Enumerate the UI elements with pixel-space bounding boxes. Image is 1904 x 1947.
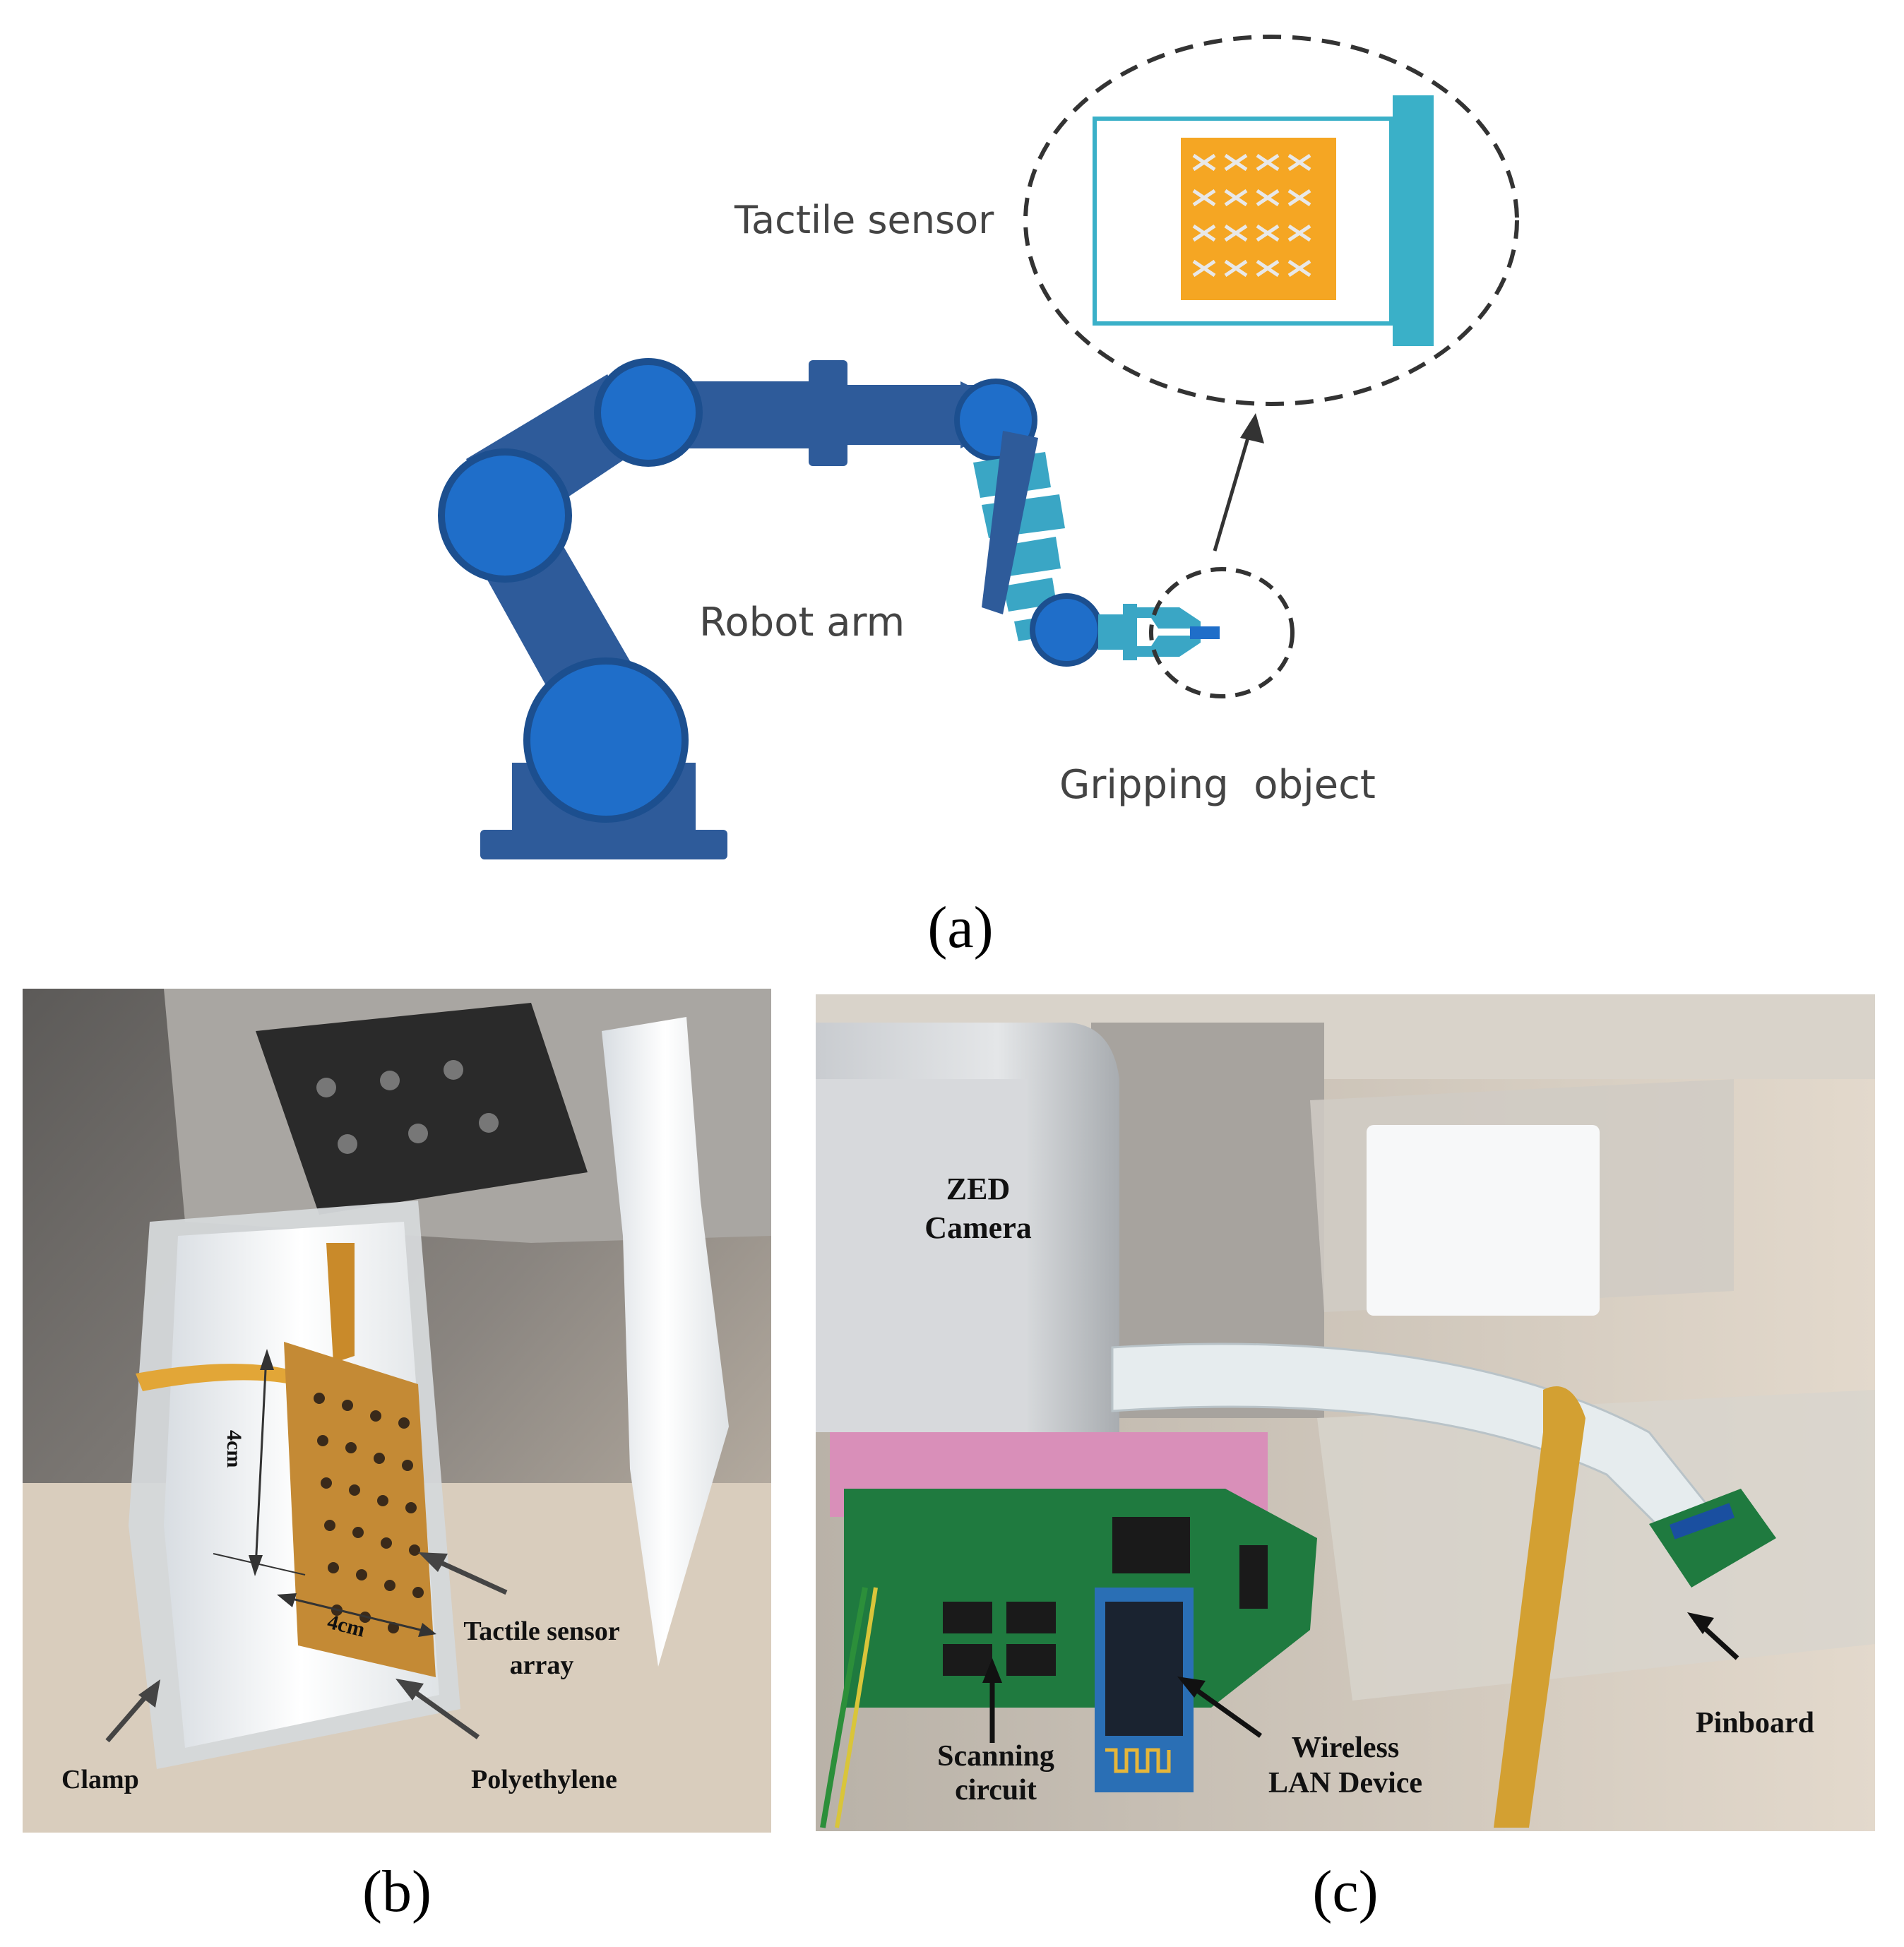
panel-a: Tactile sensor Robot arm Gripping object…: [0, 0, 1904, 967]
tactile-sensor-array: [284, 1342, 436, 1677]
elbow-joint: [594, 358, 703, 467]
flex-strap-c: [1494, 1386, 1585, 1828]
pinboard: [1649, 1489, 1776, 1588]
pcb-chips: [943, 1517, 1268, 1676]
photo-c: ZED Camera Scanning circuit Wireless LAN…: [816, 994, 1875, 1831]
tactile-array-label-1: Tactile sensor: [463, 1616, 619, 1646]
arm-coupler: [809, 360, 847, 466]
gripped-object: [1190, 626, 1220, 639]
wireless-pointer: [1184, 1681, 1263, 1738]
caption-c: (c): [1312, 1859, 1379, 1924]
flex-strap: [136, 1364, 291, 1391]
shoulder-joint: [438, 448, 572, 583]
caption-b: (b): [362, 1859, 432, 1924]
dim-vertical-arrow-bottom: [249, 1555, 263, 1576]
zed-label-2: Camera: [924, 1210, 1032, 1245]
arm-base-plate: [480, 830, 727, 859]
dim-horizontal-line: [280, 1595, 433, 1634]
robot-arm-diagram: Tactile sensor Robot arm Gripping object: [438, 35, 1519, 859]
sensor-zoom-circle: [1023, 35, 1519, 406]
pinboard-label: Pinboard: [1696, 1707, 1814, 1739]
robot-arm-label: Robot arm: [699, 600, 905, 645]
zed-camera: [816, 1023, 1119, 1432]
wrist-joint-2: [1030, 593, 1103, 667]
polyethylene-label: Polyethylene: [471, 1765, 617, 1794]
dim-vertical-arrow-top: [260, 1349, 274, 1370]
gripper-zoom-circle: [1149, 567, 1295, 698]
dim-vertical-line: [254, 1355, 268, 1568]
dim-vertical-label: 4cm: [222, 1430, 246, 1467]
zed-label-1: ZED: [946, 1172, 1010, 1206]
tactile-sensor-label: Tactile sensor: [734, 198, 994, 242]
dim-horizontal-arrow-right: [418, 1623, 436, 1637]
base-joint: [523, 657, 689, 823]
scanning-label-1: Scanning: [937, 1740, 1054, 1773]
sensor-plate: [1393, 95, 1434, 346]
sensor-frame: [1093, 117, 1393, 326]
clamp-label: Clamp: [61, 1765, 139, 1794]
zoom-arrow-line: [1213, 430, 1252, 552]
tactile-sensor-grid: [1192, 153, 1311, 278]
gripping-object-label: Gripping object: [1059, 762, 1376, 808]
panel-b: 4cm 4cm Tactile sensor array Clamp Polye…: [23, 989, 771, 1924]
tactile-array-label-2: array: [510, 1650, 574, 1680]
foam-pad: [1367, 1125, 1600, 1316]
photo-b: 4cm 4cm Tactile sensor array Clamp Polye…: [23, 989, 771, 1833]
caption-a: (a): [927, 895, 994, 960]
green-wire: [820, 1587, 868, 1828]
right-foam-pad: [602, 1017, 729, 1667]
sensor-array-dots: [314, 1393, 424, 1633]
scanning-label-2: circuit: [955, 1774, 1037, 1806]
flex-cable: [326, 1243, 355, 1363]
acrylic-lower: [1317, 1390, 1875, 1701]
wireless-label-2: LAN Device: [1268, 1767, 1422, 1799]
black-mount: [256, 1003, 588, 1215]
dim-horizontal-arrow-left: [277, 1593, 297, 1607]
zoom-arrow-head: [1240, 413, 1264, 443]
wrist-connector: [982, 431, 1038, 614]
wireless-label-1: Wireless: [1292, 1732, 1399, 1764]
yellow-wire: [835, 1587, 878, 1828]
panel-c: ZED Camera Scanning circuit Wireless LAN…: [816, 994, 1875, 1924]
mount-bolts: [316, 1060, 499, 1154]
arm-forearm-2: [847, 385, 975, 445]
